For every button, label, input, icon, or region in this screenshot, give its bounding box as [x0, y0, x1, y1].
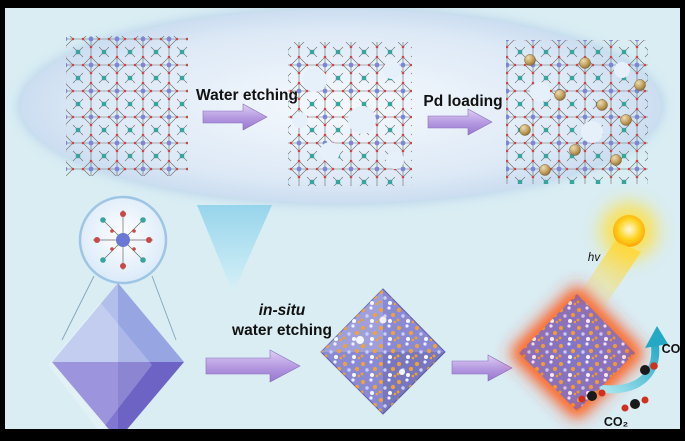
co2-to-co-arrow	[600, 326, 668, 394]
light-beam-triangle	[197, 205, 272, 293]
in-situ-label-line1: in-situ	[259, 302, 306, 319]
mof-unit-cell	[93, 210, 153, 270]
in-situ-etching-arrow	[205, 349, 301, 383]
mof-lattice-pd-loaded	[506, 40, 648, 184]
co-molecule	[640, 362, 658, 375]
co-label: CO	[662, 342, 681, 356]
co2-label: CO₂	[604, 415, 628, 429]
octahedron-etched	[320, 288, 446, 415]
pd-loading-arrow	[427, 108, 493, 136]
octahedron-photocatalyst	[509, 284, 645, 421]
sun-beam	[577, 241, 641, 312]
pd-loading-label: Pd loading	[423, 93, 502, 110]
mof-lattice-etched	[288, 42, 412, 186]
co2-molecule-2	[621, 396, 649, 412]
water-etching-arrow	[202, 103, 268, 131]
magnifier-circle	[61, 195, 177, 341]
co2-molecule-1	[578, 389, 606, 403]
mof-lattice-pristine	[66, 36, 188, 176]
reaction-arrow	[451, 354, 513, 382]
octahedron-pristine	[48, 283, 184, 440]
light-hv-label: hv	[588, 252, 601, 264]
pd-nanoparticles	[519, 54, 646, 176]
water-etching-label: Water etching	[196, 87, 298, 104]
in-situ-label-line2: water etching	[231, 322, 332, 339]
